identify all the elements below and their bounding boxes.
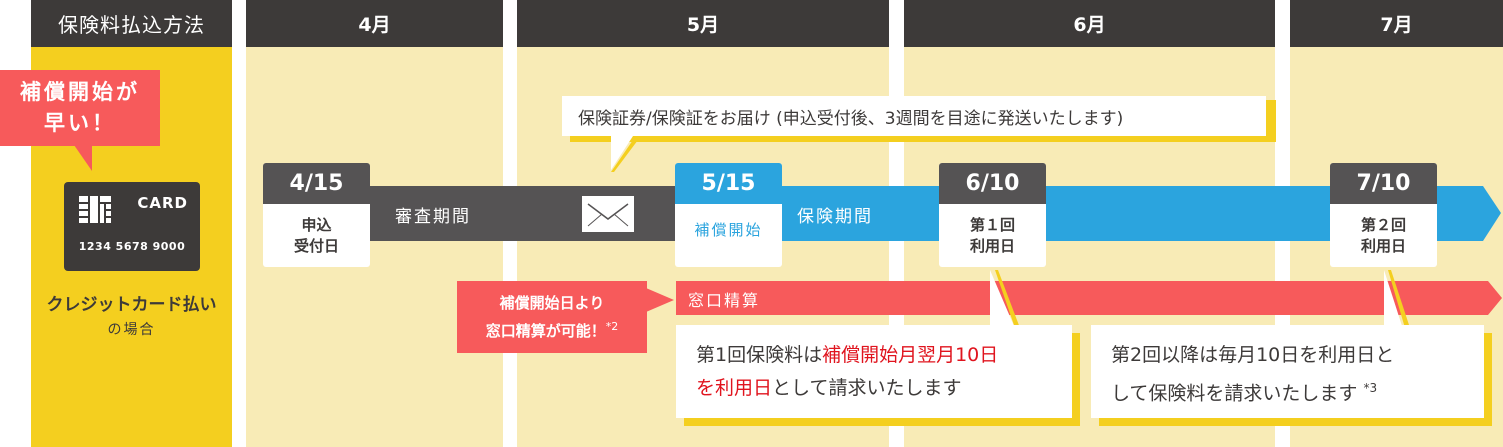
month-header-june: 6月 xyxy=(904,0,1275,47)
milestone-line-2: 利用日 xyxy=(1360,236,1406,255)
first-note-tail-icon xyxy=(990,270,1020,328)
milestone-date: 4/15 xyxy=(263,163,370,204)
milestone-line-1: 申込 xyxy=(301,215,332,234)
milestone-line-2: 受付日 xyxy=(293,236,339,255)
milestone-second-billing: 7/10 第２回利用日 xyxy=(1330,163,1437,267)
payment-method-title: クレジットカード払い xyxy=(46,295,217,315)
note-text: として請求いたします xyxy=(772,377,962,399)
counter-settlement-callout: 補償開始日より 窓口精算が可能！*2 xyxy=(457,281,647,353)
milestone-first-billing: 6/10 第１回利用日 xyxy=(939,163,1046,267)
review-period-label: 審査期間 xyxy=(395,207,471,227)
callout-line-1: 補償開始が xyxy=(20,80,140,104)
note-line-1: 第2回以降は毎月10日を利用日と xyxy=(1111,344,1395,366)
envelope-icon xyxy=(582,196,634,232)
callout-line-1: 補償開始日より xyxy=(499,294,605,312)
card-number: 1234 5678 9000 xyxy=(78,240,186,253)
callout-line-2: 窓口精算が可能！ xyxy=(485,322,606,340)
early-coverage-callout: 補償開始が 早い！ xyxy=(0,70,160,146)
payment-method-header: 保険料払込方法 xyxy=(31,0,232,47)
footnote-marker: *3 xyxy=(1363,381,1378,395)
credit-card: CARD 1234 5678 9000 xyxy=(64,182,200,271)
milestone-date: 6/10 xyxy=(939,163,1046,204)
month-header-april: 4月 xyxy=(246,0,503,47)
callout-line-2: 早い！ xyxy=(44,111,116,135)
note-line-2: して保険料を請求いたします xyxy=(1111,382,1364,405)
counter-settlement-label: 窓口精算 xyxy=(688,291,761,310)
milestone-date: 5/15 xyxy=(675,163,782,204)
milestone-line-2: 利用日 xyxy=(969,236,1015,255)
card-label: CARD xyxy=(137,194,188,212)
milestone-line-1: 第２回 xyxy=(1360,215,1406,234)
payment-method-suffix: の場合 xyxy=(107,322,156,338)
milestone-date: 7/10 xyxy=(1330,163,1437,204)
delivery-note: 保険証券/保険証をお届け (申込受付後、3週間を目途に発送いたします) xyxy=(562,96,1266,136)
milestone-line-1: 補償開始 xyxy=(694,221,763,239)
second-note-tail-icon xyxy=(1384,270,1410,328)
milestone-coverage-start: 5/15 補償開始 xyxy=(675,163,782,267)
note-emphasis: を利用日 xyxy=(696,377,773,399)
delivery-note-tail-icon xyxy=(611,136,638,172)
milestone-application: 4/15 申込受付日 xyxy=(263,163,370,267)
card-chip-icon xyxy=(79,196,111,223)
first-premium-note: 第1回保険料は補償開始月翌月10日 を利用日として請求いたします xyxy=(676,325,1072,418)
month-header-july: 7月 xyxy=(1290,0,1503,47)
month-header-may: 5月 xyxy=(517,0,889,47)
counter-callout-tail-icon xyxy=(646,288,674,312)
coverage-period-label: 保険期間 xyxy=(797,207,873,227)
milestone-line-1: 第１回 xyxy=(969,215,1015,234)
footnote-marker: *2 xyxy=(605,320,619,333)
counter-settlement-arrow xyxy=(676,281,1502,315)
note-text: 第1回保険料は xyxy=(696,344,823,366)
callout-tail-icon xyxy=(74,145,92,171)
subsequent-premium-note: 第2回以降は毎月10日を利用日と して保険料を請求いたします *3 xyxy=(1091,325,1484,418)
coverage-period-arrow xyxy=(678,186,1501,241)
note-emphasis: 補償開始月翌月10日 xyxy=(822,344,999,366)
